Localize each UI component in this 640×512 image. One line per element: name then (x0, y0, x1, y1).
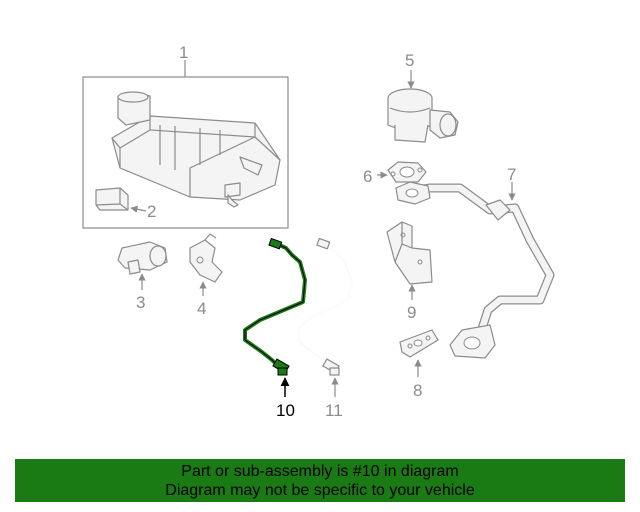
part-10-oxygen-sensor[interactable] (243, 237, 307, 376)
part-6-gasket[interactable] (387, 161, 427, 183)
part-5-valve[interactable] (387, 88, 459, 143)
part-3-sensor[interactable] (117, 241, 168, 275)
callout-1[interactable]: 1 (179, 43, 188, 62)
callout-5[interactable]: 5 (405, 51, 414, 70)
callout-6[interactable]: 6 (363, 167, 372, 186)
part-1-charcoal-canister[interactable] (82, 76, 289, 229)
info-banner: Part or sub-assembly is #10 in diagram D… (15, 459, 625, 502)
banner-line-2: Diagram may not be specific to your vehi… (165, 482, 475, 499)
banner-line-1: Part or sub-assembly is #10 in diagram (181, 463, 459, 480)
callout-2[interactable]: 2 (147, 202, 156, 221)
callout-8[interactable]: 8 (413, 381, 422, 400)
part-11-oxygen-sensor[interactable] (297, 237, 353, 376)
callout-10[interactable]: 10 (276, 401, 295, 420)
callout-3[interactable]: 3 (136, 293, 145, 312)
part-8-gasket[interactable] (399, 329, 439, 358)
callout-4[interactable]: 4 (197, 299, 206, 318)
parts-diagram: 2 1 3 4 10 11 (82, 43, 555, 420)
callout-9[interactable]: 9 (407, 303, 416, 322)
part-7-pipe[interactable] (395, 181, 555, 359)
part-2-sensor-bracket[interactable] (95, 187, 129, 211)
callout-11[interactable]: 11 (325, 401, 343, 420)
callout-7[interactable]: 7 (507, 165, 516, 184)
part-9-bracket[interactable] (386, 221, 433, 285)
leader-2 (130, 205, 147, 213)
part-4-bracket[interactable] (189, 233, 223, 283)
